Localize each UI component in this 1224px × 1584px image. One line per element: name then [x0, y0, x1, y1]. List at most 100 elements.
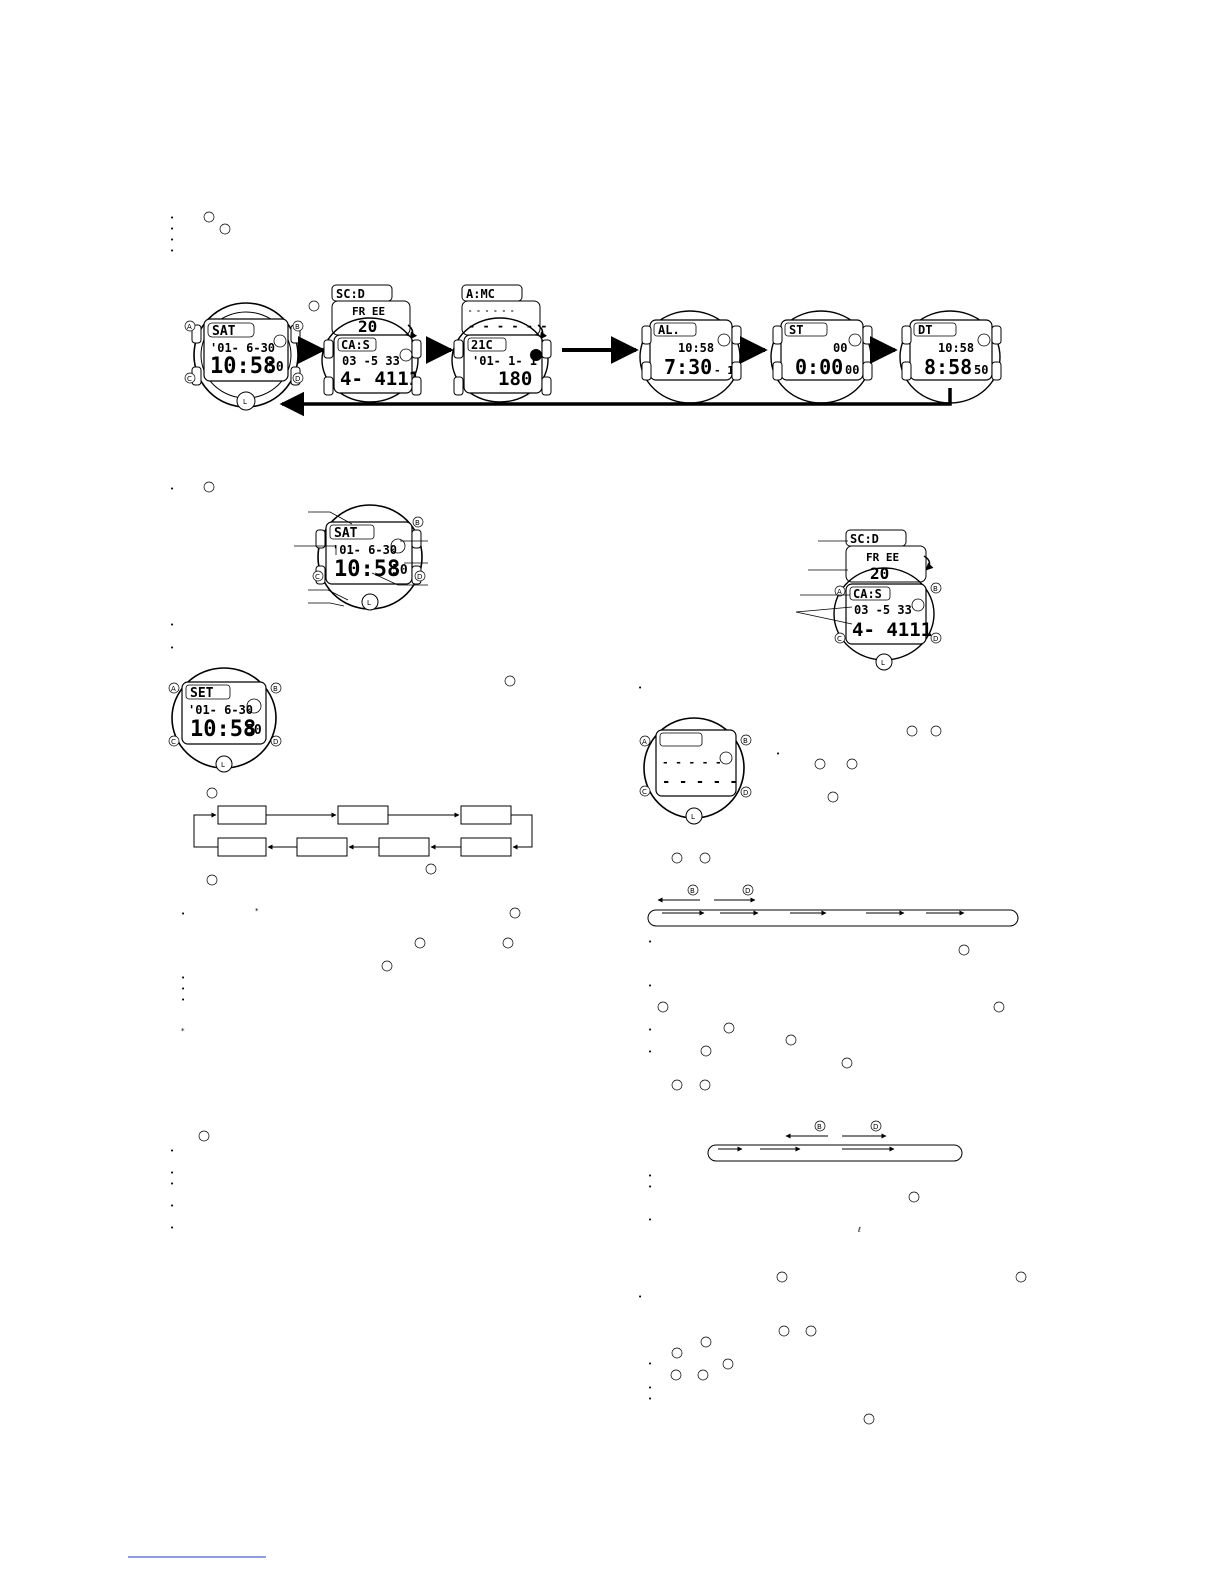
svg-text:•: • [181, 974, 185, 982]
svg-text:A:MC: A:MC [466, 287, 495, 301]
watch-blank: - - - - - - - - - - L A B C D [639, 717, 752, 825]
bullet: • [170, 247, 174, 255]
svg-text:•: • [181, 996, 185, 1004]
save-indicator-icon [273, 334, 287, 348]
svg-text:D: D [417, 573, 422, 581]
position-cycle [707, 1120, 963, 1162]
svg-text:AL.: AL. [658, 323, 680, 337]
svg-text:•: • [648, 1395, 652, 1403]
watch-setting: SET '01- 6-30 10:58 50 L A B C D [168, 667, 282, 773]
bullet: • [170, 236, 174, 244]
button-ref-icon [219, 223, 231, 235]
blank-entry-section: - - - - - - - - - - L A B C D • [638, 717, 1027, 1425]
svg-text:CA:S: CA:S [341, 338, 370, 352]
svg-text:•: • [648, 1172, 652, 1180]
svg-text:L: L [691, 813, 695, 821]
svg-text:•: • [170, 1202, 174, 1210]
svg-text:B: B [933, 585, 938, 593]
svg-text:•: • [648, 1183, 652, 1191]
callout-lines [294, 511, 428, 607]
svg-text:B: B [295, 323, 300, 331]
watch-card: SC:D FR EE 20 CA:S 03 -5 33 4- 4111 [308, 284, 422, 403]
svg-text:•: • [181, 910, 185, 918]
svg-text:DT: DT [918, 323, 932, 337]
svg-text:C: C [171, 738, 176, 746]
svg-text:D: D [295, 375, 300, 383]
bullet: • [170, 214, 174, 222]
svg-text:- - - - -: - - - - - [662, 756, 722, 769]
seconds-line: 50 [268, 360, 284, 375]
svg-text:03 -5 33: 03 -5 33 [342, 354, 400, 368]
mode-label: SAT [212, 324, 236, 339]
mode-sequence: SAT '01- 6-30 10:58 50 L A B C D SC:D [184, 284, 1002, 417]
svg-text:ℓ: ℓ [857, 1226, 861, 1234]
light-button-icon [236, 391, 256, 411]
svg-text:FR EE: FR EE [352, 305, 385, 318]
watch-timekeeping-detail: SAT '01- 6-30 10:58 50 L C B D [312, 504, 426, 611]
svg-text:A: A [837, 588, 842, 596]
svg-text:21C: 21C [471, 338, 493, 352]
svg-text:ST: ST [789, 323, 803, 337]
svg-text:B: B [415, 519, 420, 527]
watch-alarm: AL. 10:58 7:30 - 1 [639, 310, 742, 404]
intro-bullets: • • • • [170, 211, 231, 255]
svg-text:50: 50 [392, 563, 408, 578]
left-lower-bullets: • • • • • [170, 1130, 210, 1232]
svg-text:L: L [221, 761, 225, 769]
bullet: • [170, 225, 174, 233]
svg-text:A: A [187, 323, 192, 331]
watch-card-detail: SC:D FR EE 20 CA:S 03 -5 33 4- 4111 L A … [833, 529, 942, 671]
svg-text:SC:D: SC:D [336, 287, 365, 301]
svg-text:7:30: 7:30 [664, 355, 712, 379]
button-ref-icon [203, 211, 215, 223]
svg-text:•: • [648, 1384, 652, 1392]
svg-text:•: • [648, 1360, 652, 1368]
svg-text:20: 20 [870, 564, 889, 583]
svg-text:•: • [170, 1147, 174, 1155]
setting-cycle [193, 805, 533, 857]
svg-text:10:58: 10:58 [938, 341, 974, 355]
callout-lines [795, 540, 853, 625]
button-ref-icon [203, 481, 215, 493]
svg-text:0:00: 0:00 [795, 355, 843, 379]
svg-text:•: • [648, 1026, 652, 1034]
svg-text:C: C [187, 375, 192, 383]
watch-timekeeping: SAT '01- 6-30 10:58 50 L A B C D [184, 302, 304, 411]
svg-text:00: 00 [833, 341, 847, 355]
svg-text:- - - - - -: - - - - - - [468, 307, 514, 315]
svg-text:•: • [170, 485, 174, 493]
time-line: 10:58 [210, 354, 276, 379]
svg-text:•: • [170, 1224, 174, 1232]
svg-text:*: * [181, 1027, 185, 1035]
svg-text:FR EE: FR EE [866, 551, 899, 564]
svg-text:C: C [315, 573, 320, 581]
watch-schedule: A:MC - - - - - - - - - - - - 21C '01- 1-… [451, 284, 552, 403]
svg-text:10:58: 10:58 [678, 341, 714, 355]
svg-text:•: • [648, 982, 652, 990]
svg-text:A: A [171, 685, 176, 693]
svg-text:SET: SET [190, 686, 214, 701]
timekeeping-section: • SAT '01- 6-30 10:58 50 L C B D [170, 481, 428, 652]
light-button-label: L [243, 398, 247, 406]
svg-text:- - - - -: - - - - - [662, 774, 738, 790]
svg-text:00: 00 [845, 363, 859, 377]
svg-text:50: 50 [246, 723, 262, 738]
svg-text:•: • [776, 750, 780, 758]
svg-text:L: L [881, 659, 885, 667]
svg-text:D: D [745, 887, 750, 895]
svg-text:•: • [170, 1169, 174, 1177]
svg-text:•: • [638, 684, 642, 692]
svg-text:•: • [648, 1216, 652, 1224]
svg-text:20: 20 [358, 317, 377, 336]
svg-text:•: • [648, 1048, 652, 1056]
svg-text:•: • [638, 1293, 642, 1301]
svg-text:B: B [743, 737, 748, 745]
svg-text:L: L [367, 599, 371, 607]
svg-text:D: D [273, 738, 278, 746]
return-arrow [279, 388, 952, 417]
svg-text:10:58: 10:58 [334, 557, 400, 582]
svg-text:*: * [255, 907, 259, 915]
svg-text:8:58: 8:58 [924, 355, 972, 379]
svg-text:10:58: 10:58 [190, 717, 256, 742]
